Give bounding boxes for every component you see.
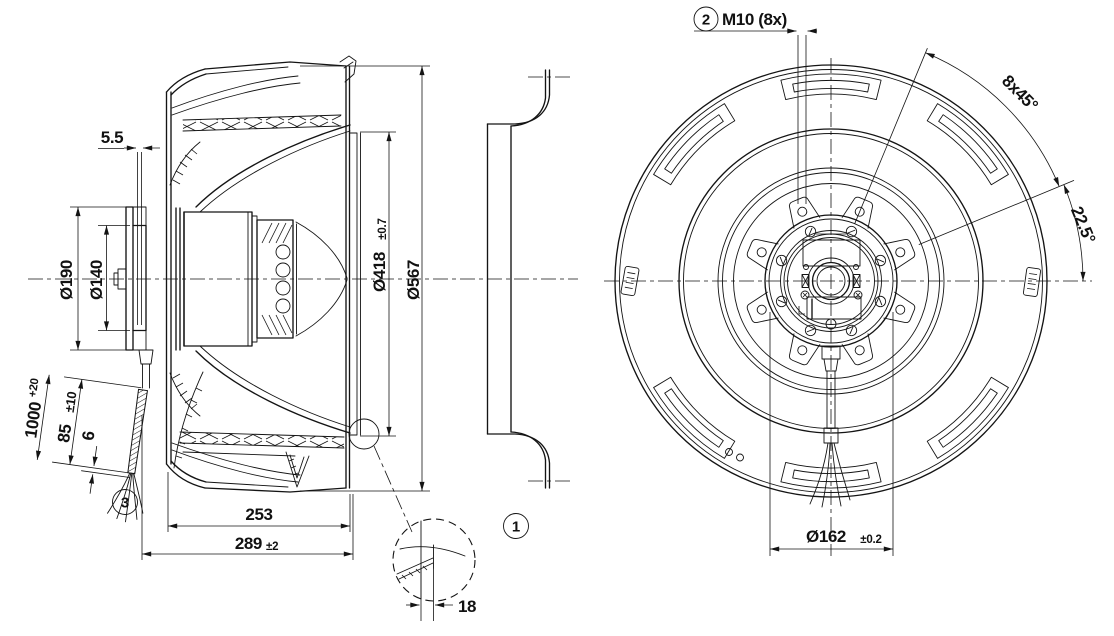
- dim-bolt-half-angle: 22.5°: [1067, 204, 1100, 247]
- detail-indicator-circle: [348, 418, 380, 450]
- dim-pitch-circle-tol: ±0.2: [860, 534, 882, 546]
- dim-inlet-dia: Ø418: [370, 252, 389, 292]
- svg-text:3: 3: [121, 495, 129, 512]
- balloon-3: 3: [112, 489, 138, 515]
- balloon-2: 2: [702, 12, 710, 29]
- dim-cable-length-tol: +20: [27, 378, 42, 398]
- dim-depth-total: 289: [235, 534, 262, 553]
- dim-plate-offset: 5.5: [101, 128, 123, 147]
- front-cable: [809, 345, 851, 508]
- inlet-ring-profile: 1: [486, 69, 572, 539]
- dim-motor-flange-dia: Ø190: [57, 260, 76, 300]
- motor-section: [113, 206, 297, 389]
- dim-cable-strip: 85: [54, 423, 75, 444]
- blade-curves: [169, 75, 351, 488]
- cable-and-dimensions: 1000 +20 85 ±10 6: [21, 374, 149, 523]
- dim-inlet-dia-tol: ±0.7: [377, 218, 389, 240]
- dim-pitch-circle: Ø162: [806, 527, 846, 546]
- rim-sticker-right: [1022, 266, 1042, 298]
- thread-callout-text: M10 (8x): [722, 10, 787, 29]
- svg-text:1: 1: [512, 519, 520, 536]
- lattice-band-bottom: [179, 431, 345, 457]
- front-view: 8x45° 22.5° 2 M10 (8x) Ø162 ±0.2: [604, 6, 1100, 556]
- dim-blade-gap: 18: [458, 597, 476, 616]
- cable-wires: [107, 472, 144, 523]
- extension-lines: [70, 65, 430, 560]
- dim-depth-inner: 253: [245, 505, 272, 524]
- rotor-label-upper: [802, 239, 861, 267]
- impeller-rim: [204, 55, 361, 493]
- impeller-front: [614, 64, 1048, 508]
- rotor-label-lower: [806, 296, 862, 320]
- lattice-band-top: [182, 114, 342, 132]
- dim-cable-tip: 6: [79, 430, 99, 442]
- pitch-circle-dimension: Ø162 ±0.2: [769, 312, 894, 556]
- impeller-backplate: [165, 68, 207, 489]
- dim-bolt-pattern-angle: 8x45°: [998, 71, 1042, 115]
- dim-depth-total-tol: ±2: [266, 541, 278, 553]
- detail-view-blade-gap: 18: [392, 518, 477, 621]
- dim-cable-strip-tol: ±10: [62, 391, 80, 414]
- dim-motor-body-dia: Ø140: [87, 260, 106, 300]
- thread-callout-m10: 2 M10 (8x): [693, 6, 817, 204]
- side-section-view: 1000 +20 85 ±10 6 18: [21, 55, 578, 621]
- balloon-1: 1: [503, 513, 529, 539]
- dim-impeller-dia: Ø567: [404, 260, 423, 300]
- dim-cable-length: 1000: [21, 401, 45, 440]
